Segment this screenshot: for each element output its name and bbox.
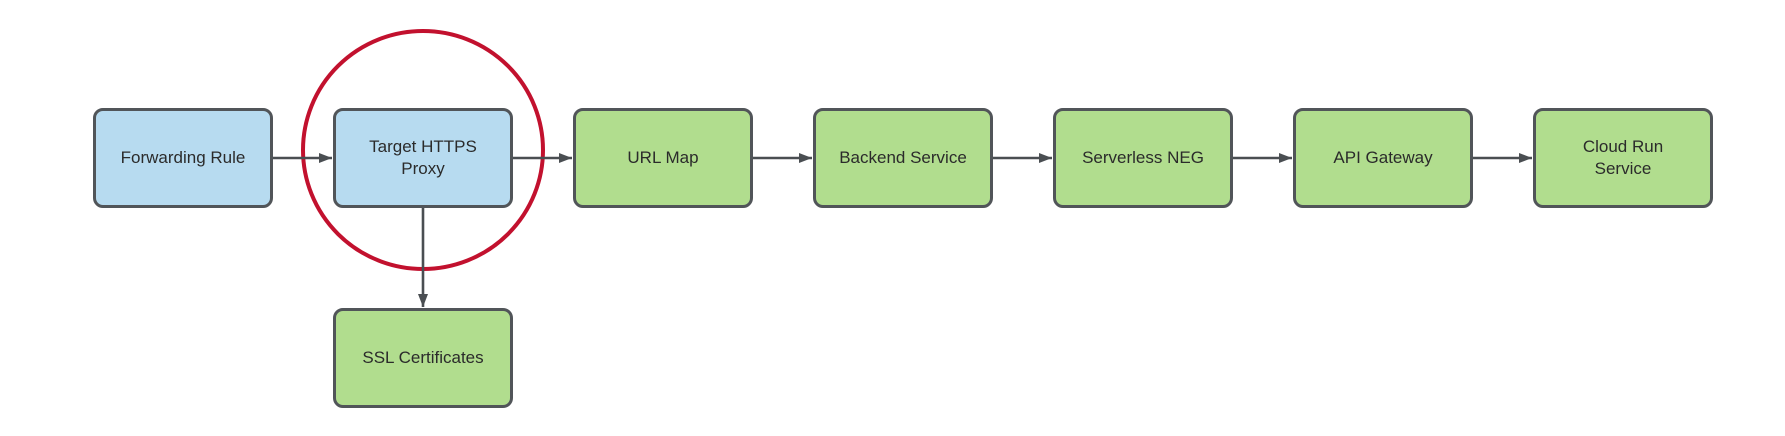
node-label: Serverless NEG — [1082, 147, 1204, 167]
node-target-https-proxy: Target HTTPS Proxy — [333, 108, 513, 208]
node-label: Cloud Run Service — [1582, 136, 1664, 178]
node-ssl-certificates: SSL Certificates — [333, 308, 513, 408]
node-label: SSL Certificates — [362, 347, 484, 367]
node-serverless-neg: Serverless NEG — [1053, 108, 1233, 208]
node-label: Forwarding Rule — [120, 147, 246, 167]
node-url-map: URL Map — [573, 108, 753, 208]
node-label: URL Map — [627, 147, 699, 167]
node-cloud-run-service: Cloud Run Service — [1533, 108, 1713, 208]
node-label: API Gateway — [1333, 147, 1433, 167]
node-forwarding-rule: Forwarding Rule — [93, 108, 273, 208]
node-label: Backend Service — [839, 147, 967, 167]
node-api-gateway: API Gateway — [1293, 108, 1473, 208]
node-backend-service: Backend Service — [813, 108, 993, 208]
node-label: Target HTTPS Proxy — [369, 136, 477, 178]
